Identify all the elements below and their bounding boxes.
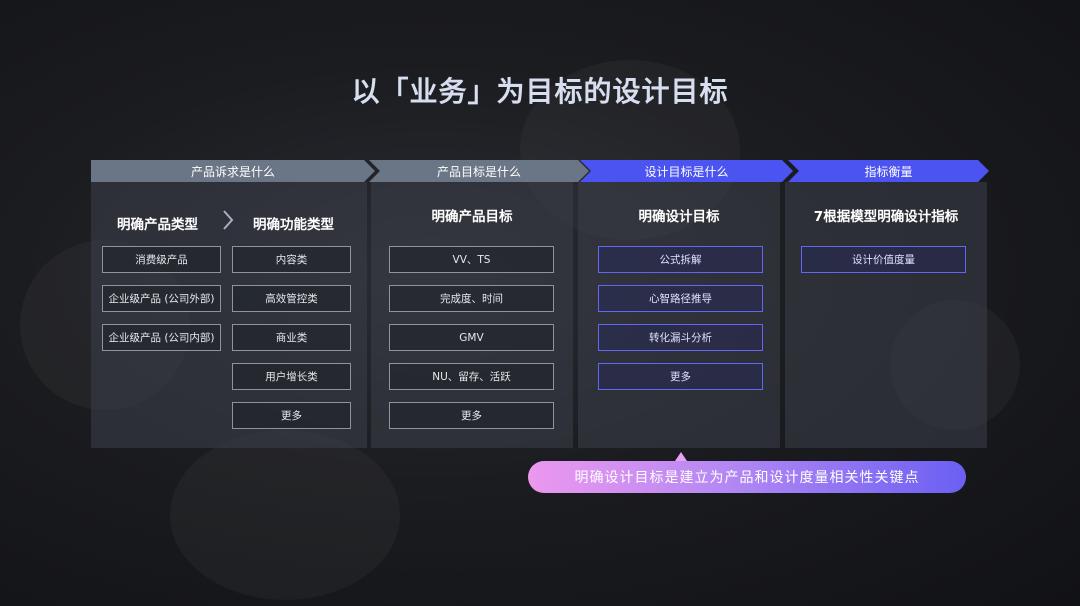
indicator-item: 设计价值度量	[801, 246, 966, 273]
function-type-item: 用户增长类	[232, 363, 351, 390]
banner-product-goal: 产品目标是什么	[369, 160, 589, 182]
callout-pointer	[675, 452, 687, 461]
function-type-item: 内容类	[232, 246, 351, 273]
panel-indicator	[785, 182, 987, 448]
product-goal-item: VV、TS	[389, 246, 554, 273]
function-type-item: 高效管控类	[232, 285, 351, 312]
heading-design-goal: 明确设计目标	[638, 209, 720, 225]
page-title: 以「业务」为目标的设计目标	[351, 75, 729, 108]
design-goal-item: 转化漏斗分析	[598, 324, 763, 351]
banner-design-goal: 设计目标是什么	[580, 160, 793, 182]
panel-design-goal	[578, 182, 780, 448]
product-type-item: 消费级产品	[102, 246, 221, 273]
banner-indicator: 指标衡量	[788, 160, 989, 182]
heading-indicator: 7根据模型明确设计指标	[813, 209, 959, 225]
product-goal-item: GMV	[389, 324, 554, 351]
product-type-item: 企业级产品 (公司外部)	[102, 285, 221, 312]
function-type-item: 商业类	[232, 324, 351, 351]
heading-product-type: 明确产品类型	[117, 217, 198, 233]
product-goal-item: NU、留存、活跃	[389, 363, 554, 390]
background-orb	[170, 430, 400, 600]
product-goal-more: 更多	[389, 402, 554, 429]
callout-pill: 明确设计目标是建立为产品和设计度量相关性关键点	[528, 461, 966, 493]
banner-product-demand: 产品诉求是什么	[91, 160, 375, 182]
design-goal-item: 心智路径推导	[598, 285, 763, 312]
heading-function-type: 明确功能类型	[253, 217, 334, 233]
heading-product-goal: 明确产品目标	[431, 209, 513, 225]
product-type-item: 企业级产品 (公司内部)	[102, 324, 221, 351]
function-type-more: 更多	[232, 402, 351, 429]
design-goal-more: 更多	[598, 363, 763, 390]
product-goal-item: 完成度、时间	[389, 285, 554, 312]
design-goal-item: 公式拆解	[598, 246, 763, 273]
chevron-right-icon	[223, 210, 234, 230]
